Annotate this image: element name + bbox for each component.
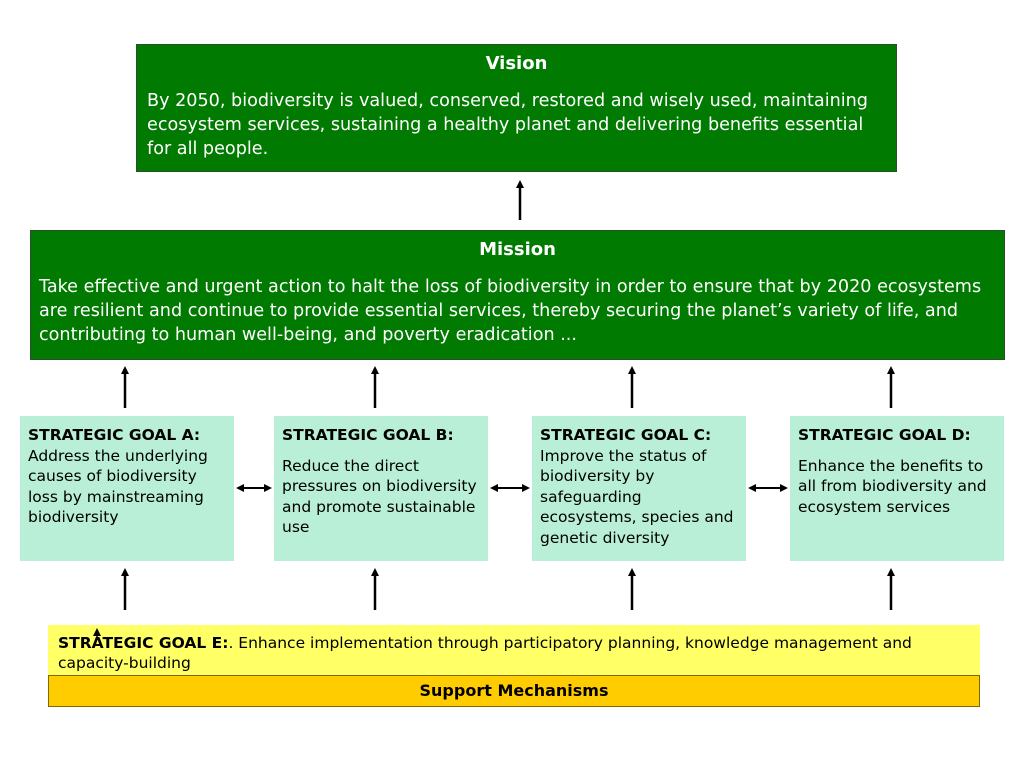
goal-c-title: STRATEGIC GOAL C: (540, 426, 712, 444)
goal-e-text: . Enhance implementation through partici… (58, 634, 912, 672)
strategic-goal-c-box: STRATEGIC GOAL C: Improve the status of … (532, 416, 746, 561)
goal-d-text: Enhance the benefits to all from biodive… (798, 456, 987, 516)
support-mechanisms-bar: Support Mechanisms (48, 675, 980, 707)
strategic-goal-d-box: STRATEGIC GOAL D: Enhance the benefits t… (790, 416, 1004, 561)
goal-a-text: Address the underlying causes of biodive… (28, 446, 208, 527)
goal-e-title: STRATEGIC GOAL E: (58, 634, 229, 652)
mission-text: Take effective and urgent action to halt… (39, 277, 982, 345)
goal-a-title: STRATEGIC GOAL A: (28, 426, 201, 444)
mission-title: Mission (479, 239, 556, 260)
strategic-goal-a-box: STRATEGIC GOAL A: Address the underlying… (20, 416, 234, 561)
vision-title: Vision (485, 53, 548, 74)
goal-b-title: STRATEGIC GOAL B: (282, 426, 454, 444)
vision-text: By 2050, biodiversity is valued, conserv… (147, 91, 868, 159)
vision-box: Vision By 2050, biodiversity is valued, … (136, 44, 897, 172)
goal-d-title: STRATEGIC GOAL D: (798, 426, 971, 444)
strategic-goal-e-box: STRATEGIC GOAL E:. Enhance implementatio… (48, 625, 980, 675)
support-mechanisms-label: Support Mechanisms (419, 681, 609, 700)
mission-box: Mission Take effective and urgent action… (30, 230, 1005, 360)
goal-c-text: Improve the status of biodiversity by sa… (540, 446, 734, 547)
strategic-goal-b-box: STRATEGIC GOAL B: Reduce the direct pres… (274, 416, 488, 561)
goal-b-text: Reduce the direct pressures on biodivers… (282, 456, 477, 537)
